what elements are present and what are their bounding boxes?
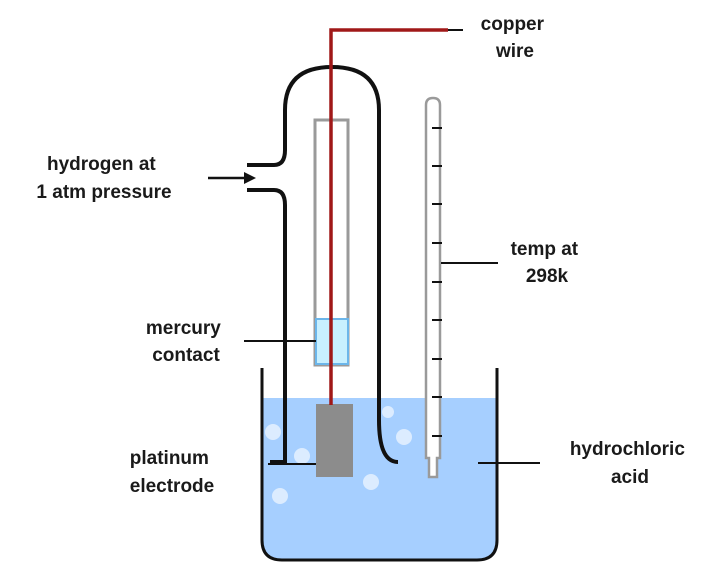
label-copper-wire: copper wire	[481, 14, 550, 62]
bubble	[294, 448, 310, 464]
label-mercury-line2: contact	[152, 345, 220, 366]
label-mercury: mercury contact	[146, 318, 226, 366]
label-hydrogen-line1: hydrogen at	[47, 154, 156, 175]
label-copper-wire-line2: wire	[495, 41, 534, 62]
label-acid: hydrochloric acid	[570, 439, 690, 488]
label-temp-line1: temp at	[511, 239, 579, 260]
label-acid-line2: acid	[611, 467, 649, 488]
thermometer	[424, 96, 442, 479]
label-platinum-line1: platinum	[130, 448, 209, 469]
copper-wire	[329, 28, 448, 405]
glass-hood-inlet	[247, 188, 287, 464]
bubble	[363, 474, 379, 490]
hydrogen-bubbles	[265, 406, 412, 504]
label-acid-line1: hydrochloric	[570, 439, 686, 460]
label-hydrogen: hydrogen at 1 atm pressure	[36, 154, 171, 203]
label-copper-wire-line1: copper	[481, 14, 545, 35]
thermometer-body	[424, 96, 442, 479]
bubble	[396, 429, 412, 445]
leader-lines	[208, 29, 540, 465]
bubble	[265, 424, 281, 440]
thermometer-scale	[432, 127, 442, 437]
hydrogen-arrowhead	[244, 172, 256, 184]
label-platinum-line2: electrode	[130, 476, 214, 497]
bubble	[382, 406, 394, 418]
label-temp: temp at 298k	[511, 239, 584, 287]
label-hydrogen-line2: 1 atm pressure	[36, 182, 171, 203]
label-temp-line2: 298k	[526, 266, 569, 287]
bubble	[272, 488, 288, 504]
platinum-electrode	[316, 404, 353, 477]
beaker	[260, 368, 499, 562]
label-mercury-line1: mercury	[146, 318, 221, 339]
label-platinum: platinum electrode	[130, 448, 214, 497]
